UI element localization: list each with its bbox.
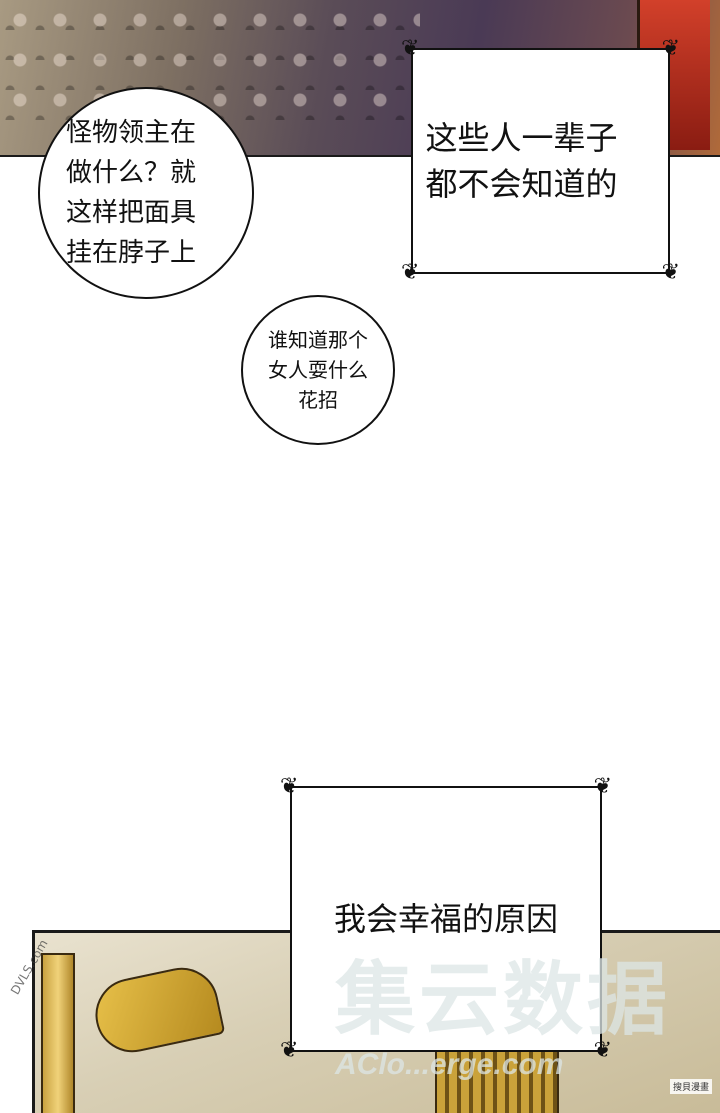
flourish-corner-icon: ❦ bbox=[401, 36, 420, 61]
bubble-line: 花招 bbox=[298, 388, 338, 412]
narration-box-reason-happy: ❦ ❦ ❦ ❦ 我会幸福的原因 bbox=[280, 776, 612, 1062]
speech-bubble-monster-lord: 怪物领主在 做什么？就 这样把面具 挂在脖子上 bbox=[38, 87, 254, 299]
flourish-corner-icon: ❦ bbox=[280, 1038, 299, 1063]
golden-carving-ornament bbox=[435, 1043, 559, 1113]
flourish-corner-icon: ❦ bbox=[593, 774, 612, 799]
speech-bubble-text: 怪物领主在 做什么？就 这样把面具 挂在脖子上 bbox=[66, 113, 226, 273]
bubble-line: 挂在脖子上 bbox=[66, 238, 197, 268]
narration-line: 都不会知道的 bbox=[425, 165, 618, 203]
flourish-corner-icon: ❦ bbox=[401, 260, 420, 285]
narration-text: 这些人一辈子 都不会知道的 bbox=[426, 115, 656, 207]
flourish-corner-icon: ❦ bbox=[280, 774, 299, 799]
flourish-corner-icon: ❦ bbox=[661, 260, 680, 285]
narration-box-never-know: ❦ ❦ ❦ ❦ 这些人一辈子 都不会知道的 bbox=[401, 38, 680, 284]
bubble-line: 这样把面具 bbox=[66, 198, 197, 228]
narration-line: 我会幸福的原因 bbox=[333, 900, 558, 938]
bubble-line: 谁知道那个 bbox=[268, 328, 368, 352]
speech-bubble-woman-tricks: 谁知道那个 女人耍什么 花招 bbox=[241, 295, 395, 445]
narration-text: 我会幸福的原因 bbox=[334, 897, 558, 941]
lace-collar-illustration bbox=[0, 0, 420, 120]
golden-wing-ornament bbox=[88, 960, 226, 1060]
corner-credit: 搜貝漫畫 bbox=[669, 1079, 712, 1094]
bubble-line: 怪物领主在 bbox=[66, 118, 197, 148]
bubble-line: 做什么？就 bbox=[66, 158, 197, 188]
narration-line: 这些人一辈子 bbox=[425, 119, 618, 157]
flourish-corner-icon: ❦ bbox=[593, 1038, 612, 1063]
golden-pillar-illustration bbox=[41, 953, 75, 1113]
flourish-corner-icon: ❦ bbox=[661, 36, 680, 61]
speech-bubble-text: 谁知道那个 女人耍什么 花招 bbox=[258, 325, 378, 415]
bubble-line: 女人耍什么 bbox=[268, 358, 368, 382]
